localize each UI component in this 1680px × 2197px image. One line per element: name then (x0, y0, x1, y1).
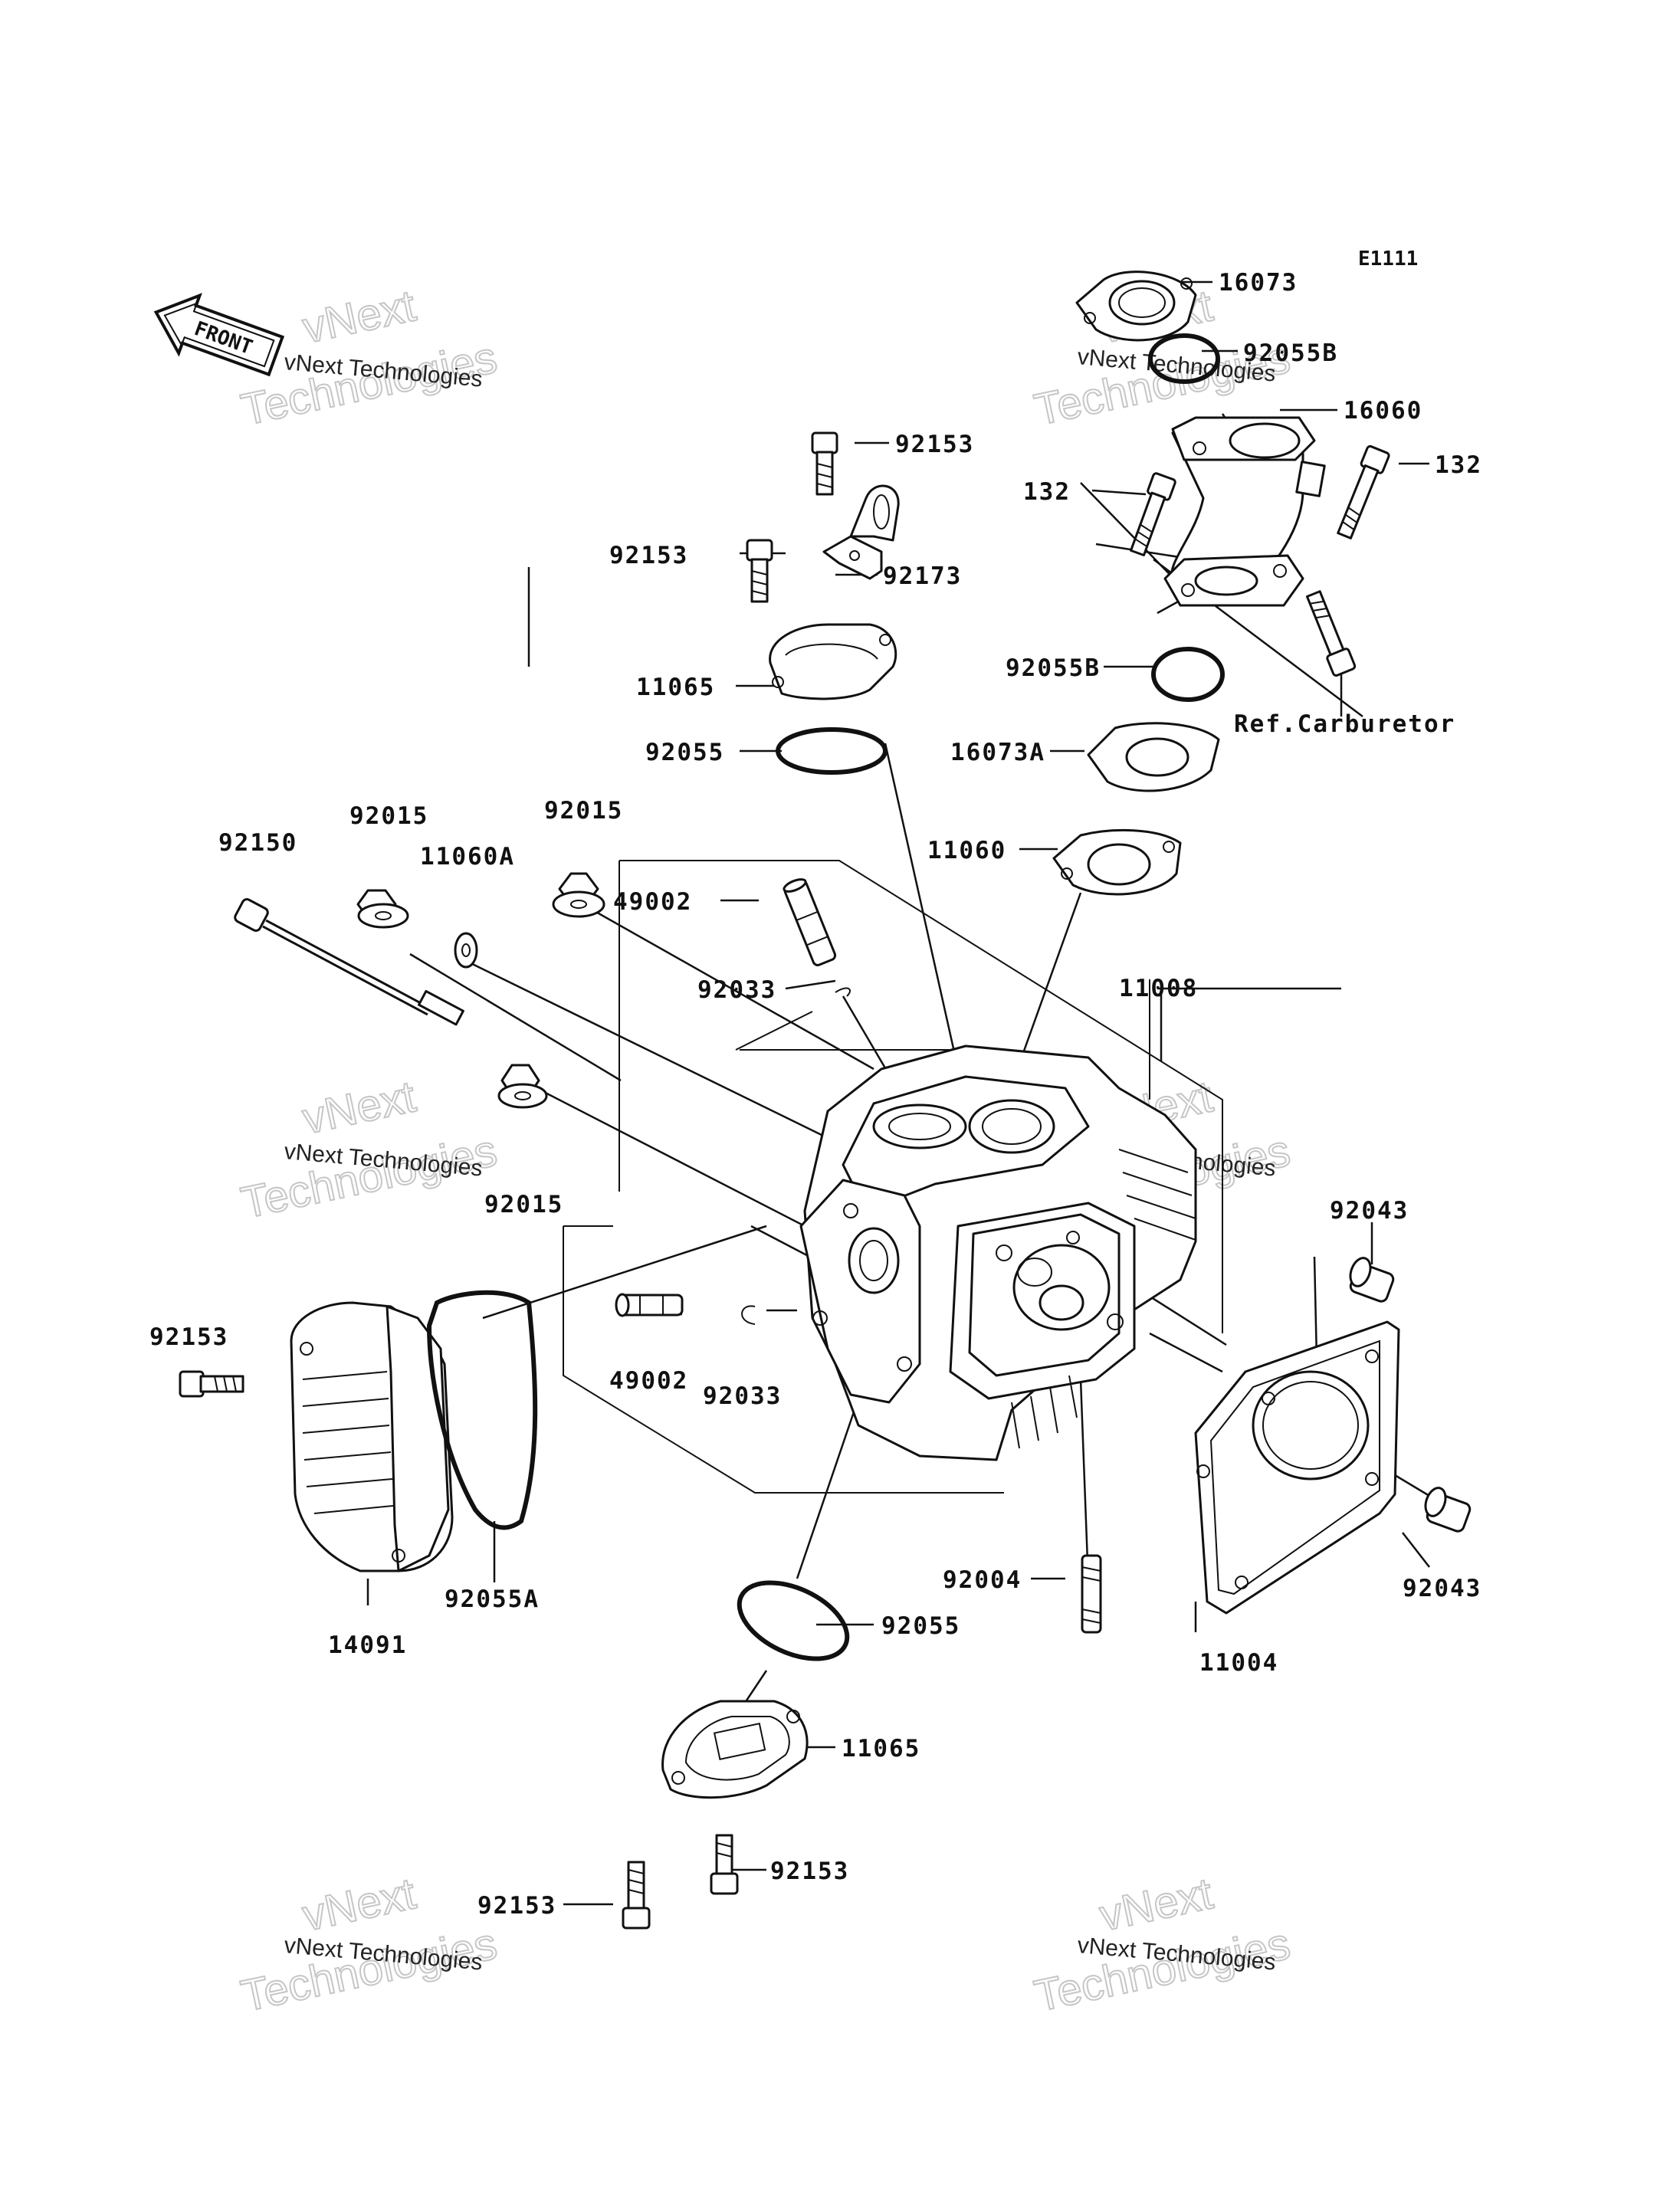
label-92055b-mid: 92055B (1006, 654, 1101, 682)
nut-92015-c (497, 1064, 548, 1109)
bolt-132-right (1337, 444, 1390, 539)
watermark-vnext: vNext (298, 1071, 420, 1143)
label-14091: 14091 (328, 1631, 407, 1659)
gasket-16073 (1075, 271, 1197, 342)
label-92015-a: 92015 (349, 802, 428, 830)
cylinder-head-11008 (799, 1044, 1197, 1461)
gasket-11060 (1052, 828, 1182, 896)
watermark-vnext: vNext (298, 1868, 420, 1940)
label-11008: 11008 (1119, 975, 1198, 1002)
o-ring-92055-bottom (737, 1580, 850, 1661)
bolt-132-lower (1305, 590, 1357, 677)
stud-92004 (1081, 1554, 1102, 1634)
gasket-92055a (426, 1290, 538, 1530)
gasket-16073a (1087, 722, 1220, 792)
leader-lines (215, 280, 1434, 1906)
watermark-bottom-left: vNext Technologies vNext Technologies (236, 1867, 502, 2022)
label-92004: 92004 (943, 1566, 1022, 1594)
nut-92015-b (552, 872, 605, 918)
valve-guide-49002-bottom (615, 1293, 684, 1317)
reference-carburetor: Ref.Carburetor (1234, 710, 1455, 738)
valve-guide-49002-top (783, 878, 837, 966)
label-92153-left: 92153 (609, 542, 688, 569)
clip-92033-bottom (741, 1305, 756, 1325)
bolt-92153-left (746, 539, 773, 603)
diagram-code: E1111 (1358, 248, 1418, 271)
watermark-vnext: vNext (298, 280, 420, 353)
dowel-92043-bottom (1424, 1487, 1472, 1533)
watermark-bottom-right: vNext Technologies vNext Technologies (1029, 1867, 1295, 2022)
label-11004: 11004 (1199, 1649, 1278, 1677)
label-92055a: 92055A (445, 1585, 540, 1613)
label-11060a: 11060A (420, 843, 515, 871)
nut-92015-a (356, 889, 409, 929)
label-132-left: 132 (1023, 478, 1071, 506)
washer-11060a (454, 932, 478, 969)
label-16073a: 16073A (950, 739, 1045, 766)
label-92055-bottom: 92055 (881, 1612, 960, 1640)
bolt-92153-side (179, 1370, 244, 1398)
o-ring-92055-top (776, 727, 888, 775)
label-92055b-top: 92055B (1243, 339, 1338, 367)
front-arrow-icon: FRONT (153, 293, 285, 377)
head-gasket-11004 (1194, 1320, 1400, 1615)
clip-92033-top (835, 987, 851, 997)
label-132-right: 132 (1435, 451, 1482, 479)
label-92015-b: 92015 (544, 797, 623, 825)
label-11060: 11060 (927, 837, 1006, 864)
label-92055-top: 92055 (645, 739, 724, 766)
part-labels: 16073 92055B 16060 132 132 92153 92153 9… (149, 269, 1482, 1920)
bolt-92153-bottom-left (622, 1861, 651, 1930)
label-49002-bottom: 49002 (609, 1367, 688, 1395)
watermark-mid-left: vNext Technologies vNext Technologies (236, 1071, 502, 1228)
watermark-top-left: vNext Technologies vNext Technologies (236, 280, 502, 435)
label-11065-top: 11065 (636, 674, 715, 701)
label-92153-bottom-left: 92153 (477, 1892, 556, 1920)
bolt-132-left (1130, 472, 1176, 556)
dowel-92043-top (1349, 1257, 1395, 1303)
label-92150: 92150 (218, 829, 297, 857)
label-92043-bottom: 92043 (1403, 1575, 1481, 1602)
label-92015-c: 92015 (484, 1191, 563, 1218)
bolt-92153-bottom-right (710, 1834, 739, 1895)
label-92153-bottom-right: 92153 (770, 1858, 849, 1885)
intake-pipe-16060 (1163, 416, 1326, 607)
label-16073: 16073 (1219, 269, 1298, 297)
cap-11065-bottom (661, 1700, 809, 1799)
o-ring-92055b-top (1148, 333, 1220, 384)
label-92033-top: 92033 (697, 976, 776, 1004)
label-92043-top: 92043 (1330, 1197, 1409, 1225)
stud-92150 (234, 898, 464, 1026)
assembly-frame (563, 860, 1223, 1494)
o-ring-92055b-mid (1151, 647, 1225, 702)
label-92173: 92173 (883, 562, 962, 590)
label-11065-bottom: 11065 (842, 1735, 920, 1763)
label-49002-top: 49002 (613, 888, 692, 916)
bolt-92153-top (811, 431, 838, 496)
label-16060: 16060 (1344, 397, 1422, 425)
label-92033-bottom: 92033 (703, 1382, 782, 1410)
label-92153-side: 92153 (149, 1323, 228, 1351)
label-92153-top: 92153 (895, 431, 974, 458)
cap-11065-top (769, 623, 897, 700)
bracket-92173 (822, 484, 900, 580)
watermark-vnext: vNext (1095, 1868, 1217, 1940)
